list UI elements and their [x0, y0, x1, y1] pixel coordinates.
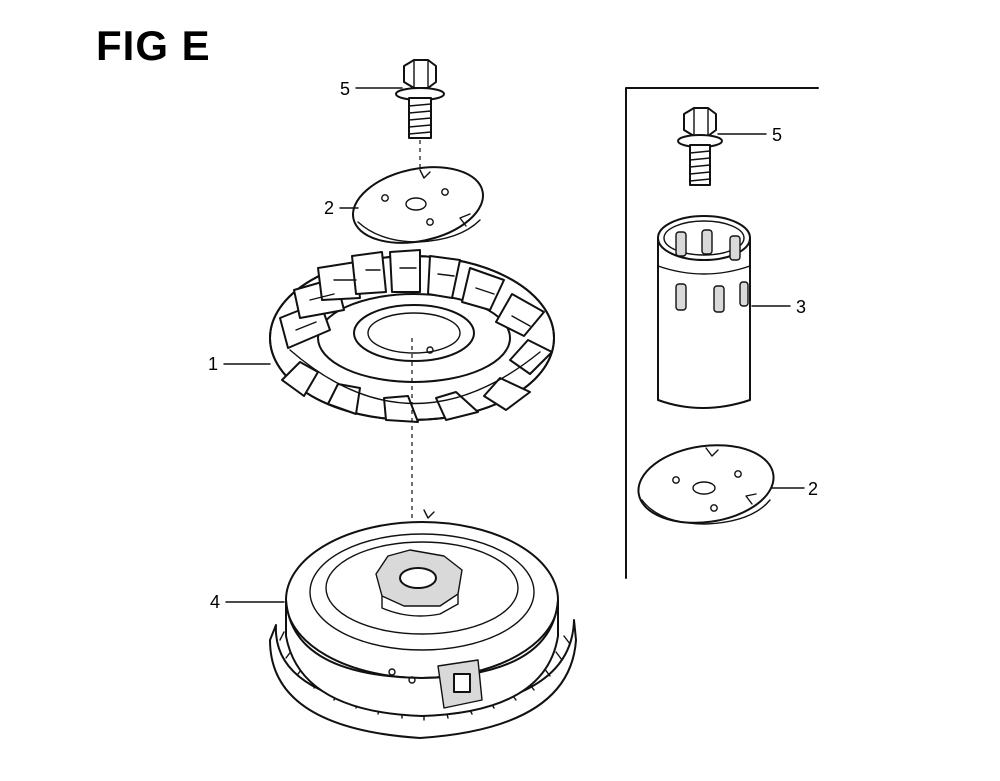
callout-left-plate: 2 — [324, 198, 359, 218]
right-bolt — [677, 107, 723, 186]
flywheel — [269, 509, 577, 739]
callout-fan: 1 — [208, 354, 271, 374]
callout-label: 5 — [340, 79, 350, 99]
callout-right-plate: 2 — [771, 479, 818, 499]
starter-cup — [657, 215, 751, 409]
inset-frame — [625, 87, 819, 579]
callout-left-bolt: 5 — [340, 79, 403, 99]
left-plate — [352, 166, 484, 244]
callout-label: 2 — [324, 198, 334, 218]
callout-label: 3 — [796, 297, 806, 317]
callout-label: 5 — [772, 125, 782, 145]
right-plate — [637, 444, 775, 525]
callout-right-bolt: 5 — [717, 125, 782, 145]
callout-label: 1 — [208, 354, 218, 374]
callout-label: 4 — [210, 592, 220, 612]
callout-cup: 3 — [751, 297, 806, 317]
callout-label: 2 — [808, 479, 818, 499]
figure-title: FIG E — [96, 22, 211, 69]
left-bolt — [395, 59, 445, 139]
callout-flywheel: 4 — [210, 592, 285, 612]
